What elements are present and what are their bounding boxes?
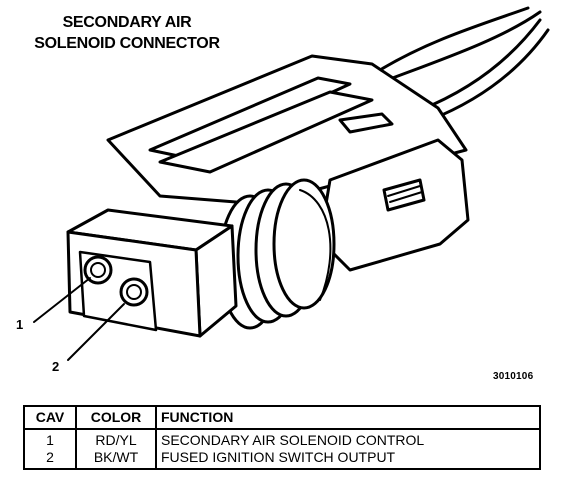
cell-color: BK/WT	[75, 449, 157, 470]
table-header-row: CAV COLOR FUNCTION	[23, 405, 541, 430]
header-color: COLOR	[75, 405, 157, 430]
pinout-table: CAV COLOR FUNCTION 1 RD/YL SECONDARY AIR…	[23, 405, 541, 470]
title-line-1: SECONDARY AIR	[62, 14, 192, 31]
terminal-cavity-1-pin	[90, 262, 106, 278]
cell-color: RD/YL	[75, 429, 157, 449]
callout-2: 2	[52, 359, 60, 374]
header-cav: CAV	[23, 405, 77, 430]
table-row: 1 RD/YL SECONDARY AIR SOLENOID CONTROL	[23, 429, 541, 449]
cell-function: FUSED IGNITION SWITCH OUTPUT	[155, 449, 541, 470]
figure-number: 3010106	[493, 371, 534, 382]
leader-line-2	[67, 303, 125, 361]
cell-function: SECONDARY AIR SOLENOID CONTROL	[155, 429, 541, 449]
wire-1	[378, 6, 530, 72]
diagram-title: SECONDARY AIR SOLENOID CONNECTOR	[7, 12, 247, 54]
terminal-cavity-2-pin	[126, 284, 142, 300]
callout-1: 1	[16, 317, 24, 332]
title-line-2: SOLENOID CONNECTOR	[34, 35, 220, 52]
wire-2	[380, 10, 542, 84]
header-function: FUNCTION	[155, 405, 541, 430]
cell-cav: 2	[23, 449, 77, 470]
leader-line-1	[33, 277, 91, 323]
cell-cav: 1	[23, 429, 77, 449]
seal-ring-4	[272, 178, 336, 310]
table-row: 2 BK/WT FUSED IGNITION SWITCH OUTPUT	[23, 449, 541, 470]
connector-illustration	[33, 6, 550, 361]
wire-3	[418, 18, 542, 112]
wire-4	[428, 28, 550, 122]
